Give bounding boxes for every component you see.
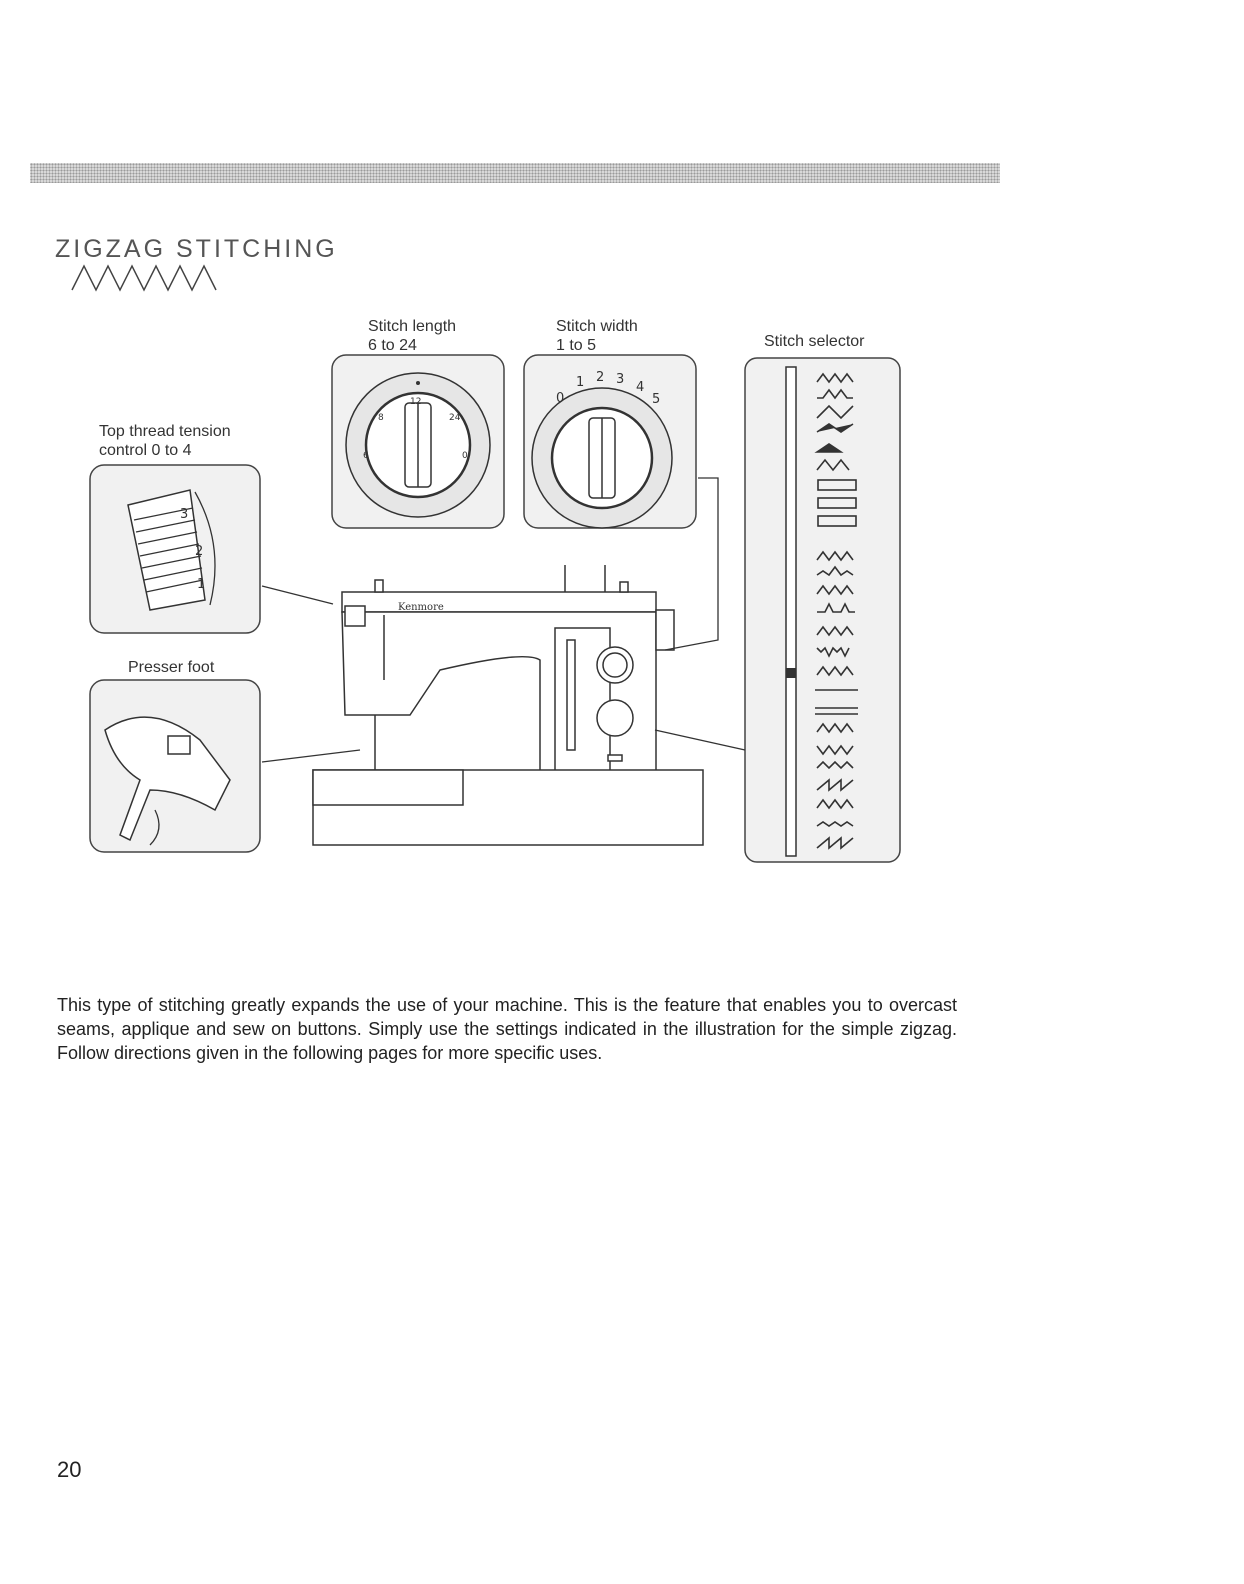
- stitch-selector-label: Stitch selector: [764, 333, 865, 350]
- stitch-length-label: Stitch length 6 to 24: [368, 317, 456, 355]
- stitch-length-dial-panel: 6 8 12 24 0: [331, 354, 505, 529]
- width-mark-2: 2: [596, 370, 604, 385]
- stitch-width-range: 1 to 5: [556, 337, 597, 354]
- sewing-machine-illustration: 6 8 12 24 0 0 1 2 3 4 5: [89, 354, 901, 863]
- tension-control-panel: 3 2 1: [89, 464, 261, 634]
- body-paragraph: This type of stitching greatly expands t…: [57, 995, 957, 1063]
- length-mark-6: 6: [363, 451, 369, 461]
- tension-label-line2: control 0 to 4: [99, 442, 192, 459]
- stitch-width-dial-panel: 0 1 2 3 4 5: [523, 354, 697, 529]
- tension-mark-1: 1: [197, 577, 205, 592]
- tension-mark-3: 3: [180, 507, 188, 522]
- page-title: ZIGZAG STITCHING: [55, 234, 338, 263]
- zigzag-stitch-icon: [71, 264, 217, 292]
- tension-label: Top thread tension control 0 to 4: [99, 422, 231, 460]
- stitch-width-label-line1: Stitch width: [556, 318, 638, 335]
- header-band: [30, 163, 1000, 183]
- sewing-machine: [312, 565, 704, 846]
- width-mark-4: 4: [636, 380, 644, 395]
- page-number: 20: [57, 1457, 82, 1482]
- tension-mark-2: 2: [195, 544, 203, 559]
- width-mark-1: 1: [576, 375, 584, 390]
- length-mark-12: 12: [410, 397, 421, 407]
- stitch-selector-panel: [744, 357, 901, 863]
- width-mark-0: 0: [556, 391, 564, 406]
- length-mark-24: 24: [449, 413, 461, 423]
- width-mark-3: 3: [616, 372, 624, 387]
- stitch-width-label: Stitch width 1 to 5: [556, 317, 638, 355]
- width-mark-5: 5: [652, 392, 660, 407]
- length-mark-8: 8: [378, 413, 384, 423]
- presser-foot-panel: [89, 679, 261, 853]
- tension-label-line1: Top thread tension: [99, 423, 231, 440]
- length-mark-0: 0: [462, 451, 468, 461]
- stitch-length-label-line1: Stitch length: [368, 318, 457, 335]
- presser-foot-label: Presser foot: [128, 659, 215, 676]
- leader-lines: [261, 477, 746, 763]
- brand-name: Kenmore: [398, 602, 444, 613]
- stitch-length-range: 6 to 24: [368, 337, 417, 354]
